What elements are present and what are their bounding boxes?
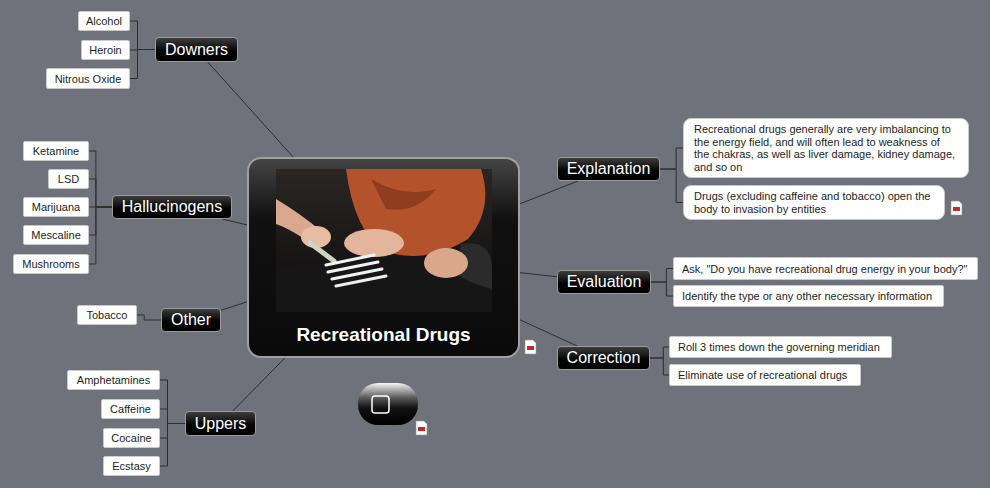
leaf-topic: Mushrooms — [13, 254, 89, 274]
leaf-topic: Nitrous Oxide — [46, 68, 130, 89]
node-text: Cocaine — [111, 432, 151, 444]
leaf-topic: Alcohol — [78, 11, 130, 31]
node-text: Marijuana — [32, 201, 80, 213]
connector-line — [651, 282, 673, 296]
connector-line — [89, 207, 112, 235]
connector-line — [651, 269, 673, 283]
node-text: Identify the type or any other necessary… — [682, 290, 932, 302]
leaf-topic: LSD — [48, 169, 89, 189]
leaf-topic: Ecstasy — [103, 456, 160, 476]
node-text: Uppers — [195, 415, 247, 433]
central-topic: Recreational Drugs — [247, 157, 520, 358]
node-text: Evaluation — [567, 273, 642, 291]
leaf-topic: Caffeine — [101, 399, 160, 419]
connector-line — [130, 21, 155, 50]
connector-line — [89, 151, 112, 207]
connector-line — [89, 179, 112, 207]
branch-topic: Correction — [557, 346, 650, 370]
branch-topic: Other — [161, 308, 221, 332]
node-text: Mescaline — [31, 229, 81, 241]
node-text: Ketamine — [33, 145, 79, 157]
connector-line — [160, 380, 185, 424]
node-text: Downers — [165, 41, 228, 59]
branch-topic: Downers — [155, 37, 238, 62]
pdf-icon — [951, 201, 962, 215]
node-text: Ask, "Do you have recreational drug ener… — [682, 263, 967, 275]
leaf-topic: Marijuana — [23, 197, 89, 217]
leaf-topic: Amphetamines — [67, 370, 160, 390]
node-text: Hallucinogens — [122, 198, 223, 216]
node-text: Other — [171, 311, 211, 329]
leaf-topic: Eliminate use of recreational drugs — [669, 364, 861, 386]
photo-illustration — [276, 169, 492, 312]
branch-topic: Hallucinogens — [112, 195, 232, 219]
node-text: Nitrous Oxide — [55, 73, 122, 85]
leaf-topic: Tobacco — [77, 305, 137, 325]
connector-line — [160, 424, 185, 467]
node-text: Recreational drugs generally are very im… — [694, 123, 958, 173]
node-text: Mushrooms — [22, 258, 79, 270]
leaf-topic: Ketamine — [23, 141, 89, 161]
node-text: LSD — [58, 173, 79, 185]
node-text: Ecstasy — [112, 460, 151, 472]
branch-topic: Explanation — [557, 157, 660, 181]
connector-line — [520, 273, 557, 277]
node-text: Tobacco — [87, 309, 128, 321]
node-text: Eliminate use of recreational drugs — [678, 369, 847, 381]
connector-line — [130, 50, 155, 79]
leaf-topic: Identify the type or any other necessary… — [673, 285, 944, 307]
branch-topic: Uppers — [185, 411, 256, 436]
leaf-topic: Ask, "Do you have recreational drug ener… — [673, 257, 978, 280]
node-text: Amphetamines — [77, 374, 150, 386]
connector-line — [221, 302, 247, 310]
home-button — [358, 383, 418, 425]
node-text: Drugs (excluding caffeine and tobacco) o… — [694, 190, 934, 215]
node-text: Recreational Drugs — [296, 324, 470, 346]
leaf-topic: Heroin — [81, 40, 130, 60]
connector-line — [650, 347, 669, 358]
connector-line — [208, 62, 293, 157]
leaf-topic: Mescaline — [23, 225, 89, 245]
leaf-topic: Cocaine — [103, 428, 160, 448]
node-text: Roll 3 times down the governing meridian — [678, 341, 880, 353]
connector-line — [160, 424, 185, 439]
connector-line — [650, 358, 669, 375]
connector-line — [233, 358, 285, 411]
connector-line — [660, 148, 683, 169]
pdf-icon — [525, 340, 536, 354]
branch-topic: Evaluation — [557, 270, 651, 294]
connector-line — [222, 219, 247, 225]
node-text: Alcohol — [86, 15, 122, 27]
connector-line — [520, 181, 578, 204]
node-text: Heroin — [89, 44, 121, 56]
note-box: Recreational drugs generally are very im… — [683, 118, 969, 178]
connector-line — [660, 169, 683, 203]
node-text: Explanation — [567, 160, 651, 178]
node-text: Correction — [567, 349, 641, 367]
connector-line — [160, 409, 185, 424]
note-box: Drugs (excluding caffeine and tobacco) o… — [683, 185, 945, 220]
node-text: Caffeine — [110, 403, 151, 415]
connector-line — [137, 315, 161, 320]
pdf-icon — [416, 421, 427, 435]
leaf-topic: Roll 3 times down the governing meridian — [669, 336, 892, 358]
connector-line — [89, 207, 112, 264]
